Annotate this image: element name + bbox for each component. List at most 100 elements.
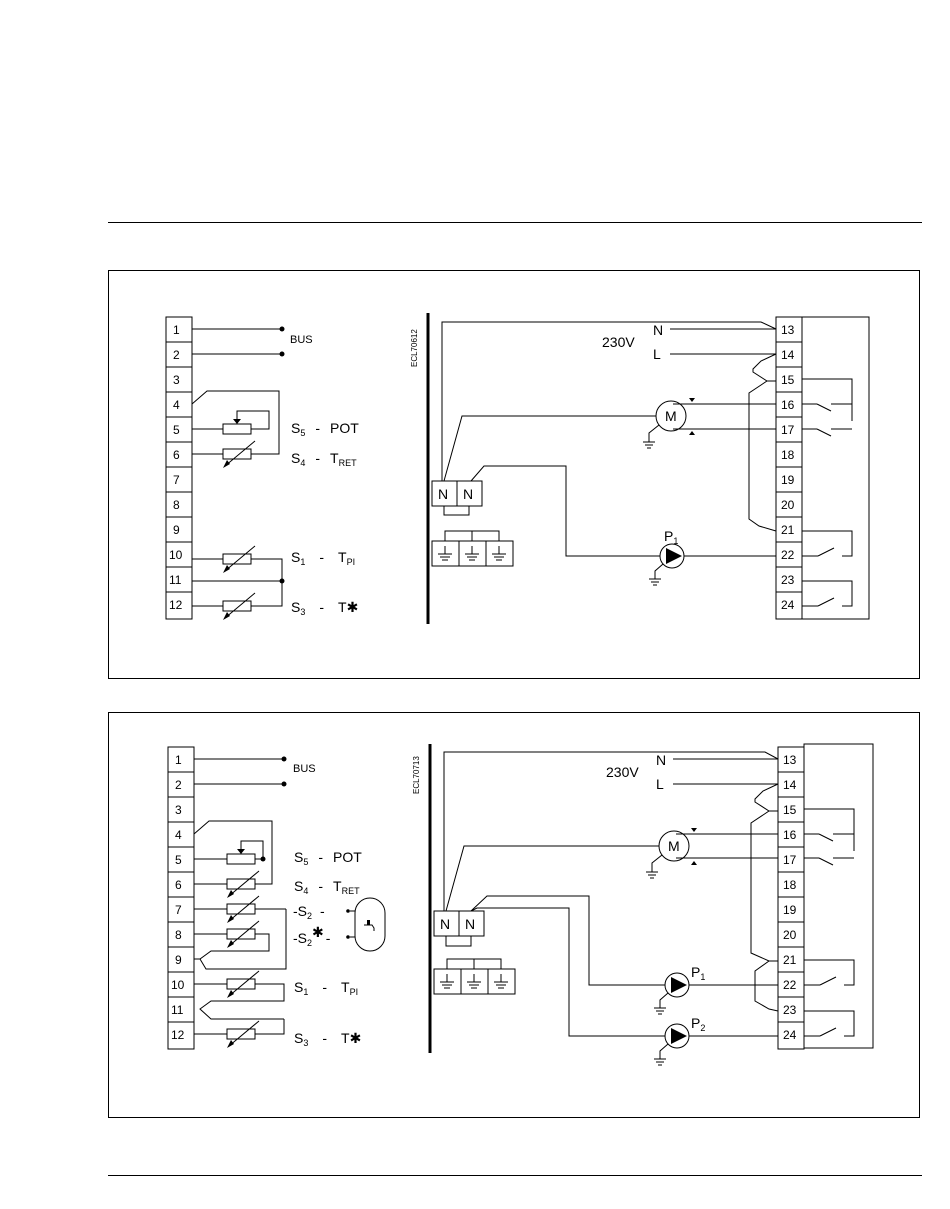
terminal-23: 23 xyxy=(783,1003,797,1017)
terminal-9: 9 xyxy=(175,953,182,967)
wiring-diagram-1-svg: 1 2 3 4 5 6 7 8 9 10 11 12 BUS xyxy=(109,271,921,680)
sensor-s4-resistor xyxy=(227,879,255,889)
terminal-15: 15 xyxy=(783,803,797,817)
relay-n-label-1: N xyxy=(440,916,450,932)
terminal-11: 11 xyxy=(171,1003,184,1017)
motor-label: M xyxy=(665,408,677,424)
bus-label: BUS xyxy=(290,334,313,346)
sensor-s3-label: S3-T✱ xyxy=(294,1030,361,1048)
terminal-13: 13 xyxy=(781,323,795,337)
relay-n-label-1: N xyxy=(438,486,448,502)
pump-p1-label: P1 xyxy=(664,528,678,546)
pump-p2: P2 xyxy=(471,908,778,1065)
internal-contacts xyxy=(802,379,852,606)
terminal-7: 7 xyxy=(173,473,180,487)
terminal-8: 8 xyxy=(173,498,180,512)
terminal-13: 13 xyxy=(783,753,797,767)
sensor-s1-s3-wiring xyxy=(192,546,285,620)
terminal-7: 7 xyxy=(175,903,182,917)
terminal-10: 10 xyxy=(171,978,185,992)
left-terminal-strip: 1 2 3 4 5 6 7 8 9 10 11 12 xyxy=(166,317,192,619)
pump-p2-label: P2 xyxy=(691,1015,705,1033)
wiring-diagram-1: 1 2 3 4 5 6 7 8 9 10 11 12 BUS xyxy=(108,270,920,679)
terminal-4: 4 xyxy=(175,828,182,842)
neutral-label: N xyxy=(656,752,666,768)
terminal-14: 14 xyxy=(783,778,797,792)
neutral-label: N xyxy=(653,322,663,338)
pump-p1: P1 xyxy=(471,466,776,585)
sensor-labels: S5-POT S4-TRET -S2- -S2✱- S1-TPI S3-T✱ xyxy=(293,849,362,1048)
sensor-s1-resistor xyxy=(227,979,255,989)
jumper-14-15 xyxy=(753,354,776,381)
sensor-labels: S5-POT S4-TRET S1-TPI S3-T✱ xyxy=(291,420,359,617)
sensor-s3-label: S3-T✱ xyxy=(291,599,358,617)
terminal-12: 12 xyxy=(171,1028,185,1042)
live-label: L xyxy=(653,346,661,362)
terminal-5: 5 xyxy=(173,423,180,437)
bus-connection: BUS xyxy=(192,327,313,357)
motor: M xyxy=(444,398,776,481)
terminal-2: 2 xyxy=(175,778,182,792)
motor-label: M xyxy=(668,838,680,854)
terminal-20: 20 xyxy=(781,498,795,512)
relay-block: N N xyxy=(432,481,513,566)
diagram-code: ECL70612 xyxy=(410,329,419,367)
sensor-s1-resistor xyxy=(223,554,251,564)
terminal-3: 3 xyxy=(175,803,182,817)
terminal-10: 10 xyxy=(169,548,183,562)
sensor-s2-wiring xyxy=(194,896,286,969)
sensor-s1-label: S1-TPI xyxy=(291,549,355,567)
sensor-s5-label: S5-POT xyxy=(294,849,362,867)
sensor-s3-resistor xyxy=(223,601,251,611)
sensor-s2-alt-label: -S2✱- xyxy=(293,924,331,948)
hot-water-tank-icon xyxy=(346,898,385,951)
sensor-s4-resistor xyxy=(223,449,251,459)
terminal-2: 2 xyxy=(173,348,180,362)
sensor-s3-resistor xyxy=(227,1029,255,1039)
potentiometer-s5-resistor xyxy=(227,854,255,864)
terminal-4: 4 xyxy=(173,398,180,412)
pump-p1-label: P1 xyxy=(691,964,705,982)
sensor-s5-s4-wiring xyxy=(192,391,279,468)
terminal-1: 1 xyxy=(173,323,180,337)
potentiometer-s5-resistor xyxy=(223,424,251,434)
terminal-24: 24 xyxy=(783,1028,797,1042)
bus-label: BUS xyxy=(293,763,316,775)
voltage-label: 230V xyxy=(606,764,639,780)
jumper-21-23 xyxy=(755,961,778,1011)
wiring-diagram-2-svg: 1 2 3 4 5 6 7 8 9 10 11 12 BUS xyxy=(109,713,921,1119)
terminal-6: 6 xyxy=(175,878,182,892)
sensor-s2-resistor xyxy=(227,904,255,914)
live-label: L xyxy=(656,776,664,792)
bus-connection: BUS xyxy=(194,757,316,787)
terminal-24: 24 xyxy=(781,598,795,612)
terminal-19: 19 xyxy=(783,903,797,917)
terminal-15: 15 xyxy=(781,373,795,387)
terminal-18: 18 xyxy=(783,878,797,892)
sensor-s5-label: S5-POT xyxy=(291,420,359,438)
terminal-3: 3 xyxy=(173,373,180,387)
terminal-21: 21 xyxy=(783,953,797,967)
internal-contacts xyxy=(804,809,854,1036)
sensor-s4-label: S4-TRET xyxy=(291,450,357,468)
terminal-11: 11 xyxy=(169,573,182,587)
terminal-19: 19 xyxy=(781,473,795,487)
terminal-16: 16 xyxy=(783,828,797,842)
terminal-22: 22 xyxy=(783,978,797,992)
sensor-s2-label: -S2- xyxy=(293,903,325,921)
terminal-9: 9 xyxy=(173,523,180,537)
power-supply: 230V N L xyxy=(444,752,778,911)
right-terminal-strip: 13 14 15 16 17 18 19 20 21 22 23 24 xyxy=(776,317,869,619)
sensor-s4-label: S4-TRET xyxy=(294,878,360,896)
terminal-16: 16 xyxy=(781,398,795,412)
wiring-diagram-2: 1 2 3 4 5 6 7 8 9 10 11 12 BUS xyxy=(108,712,920,1118)
relay-n-label-2: N xyxy=(465,916,475,932)
top-rule xyxy=(108,222,922,223)
relay-n-label-2: N xyxy=(463,486,473,502)
sensor-s1-label: S1-TPI xyxy=(294,979,358,997)
terminal-23: 23 xyxy=(781,573,795,587)
terminal-22: 22 xyxy=(781,548,795,562)
voltage-label: 230V xyxy=(602,334,635,350)
terminal-18: 18 xyxy=(781,448,795,462)
terminal-6: 6 xyxy=(173,448,180,462)
